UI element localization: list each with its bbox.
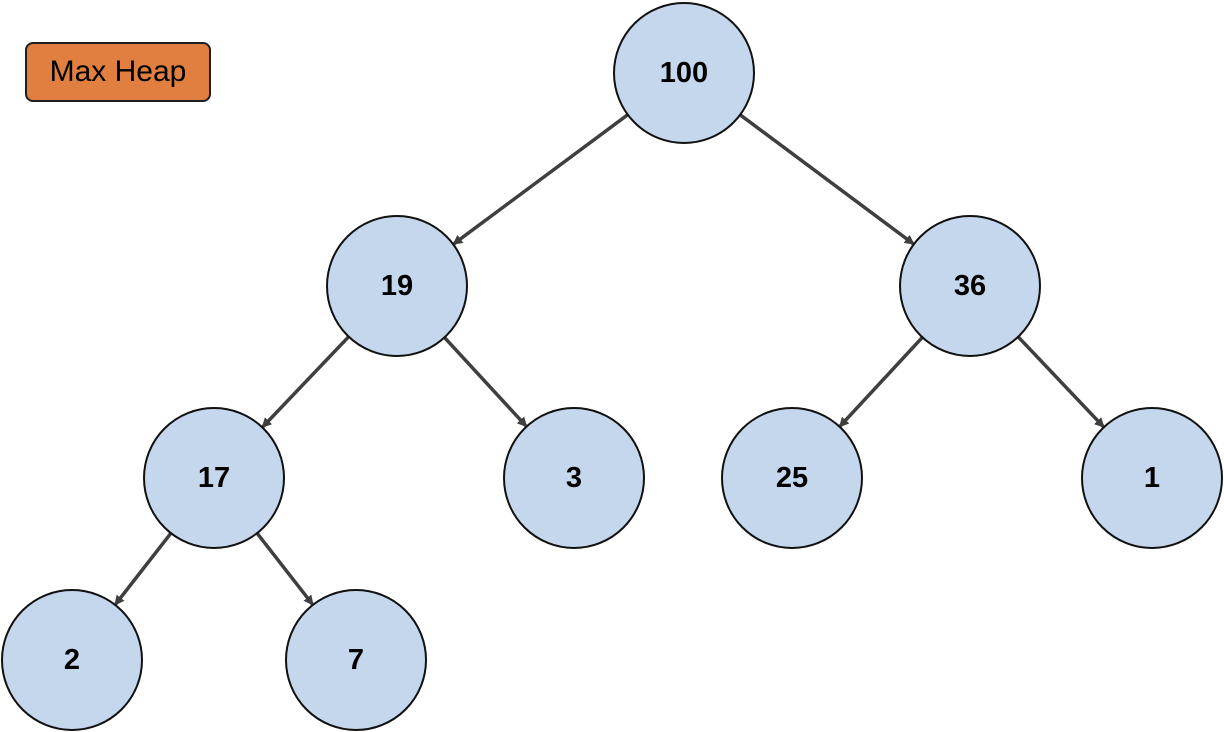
heap-node-19: 19	[326, 215, 468, 357]
edge-n17-to-n2	[114, 532, 173, 606]
node-value: 3	[566, 462, 582, 494]
node-circle	[613, 2, 755, 144]
max-heap-label: Max Heap	[25, 42, 211, 102]
node-circle	[285, 589, 427, 731]
edge-n17-to-n7	[255, 532, 314, 606]
node-circle	[503, 407, 645, 549]
heap-node-7: 7	[285, 589, 427, 731]
edge-n100-to-n19	[452, 113, 629, 246]
edges-layer	[114, 113, 1105, 606]
node-circle	[899, 215, 1041, 357]
heap-node-100: 100	[613, 2, 755, 144]
node-value: 7	[348, 644, 364, 676]
node-value: 100	[660, 57, 708, 89]
node-circle	[326, 215, 468, 357]
node-value: 19	[381, 270, 413, 302]
edge-n100-to-n36	[739, 113, 915, 245]
node-value: 25	[776, 462, 808, 494]
heap-node-25: 25	[721, 407, 863, 549]
edge-n19-to-n3	[443, 336, 528, 428]
node-value: 1	[1144, 462, 1160, 494]
node-value: 36	[954, 270, 986, 302]
heap-node-2: 2	[1, 589, 143, 731]
heap-node-3: 3	[503, 407, 645, 549]
node-circle	[143, 407, 285, 549]
node-circle	[721, 407, 863, 549]
edge-n36-to-n25	[838, 336, 924, 428]
node-circle	[1, 589, 143, 731]
edge-n19-to-n17	[261, 335, 350, 429]
node-value: 17	[198, 462, 230, 494]
heap-node-36: 36	[899, 215, 1041, 357]
node-circle	[1081, 407, 1223, 549]
edge-n36-to-n1	[1016, 335, 1105, 428]
heap-node-17: 17	[143, 407, 285, 549]
node-value: 2	[64, 644, 80, 676]
heap-node-1: 1	[1081, 407, 1223, 549]
